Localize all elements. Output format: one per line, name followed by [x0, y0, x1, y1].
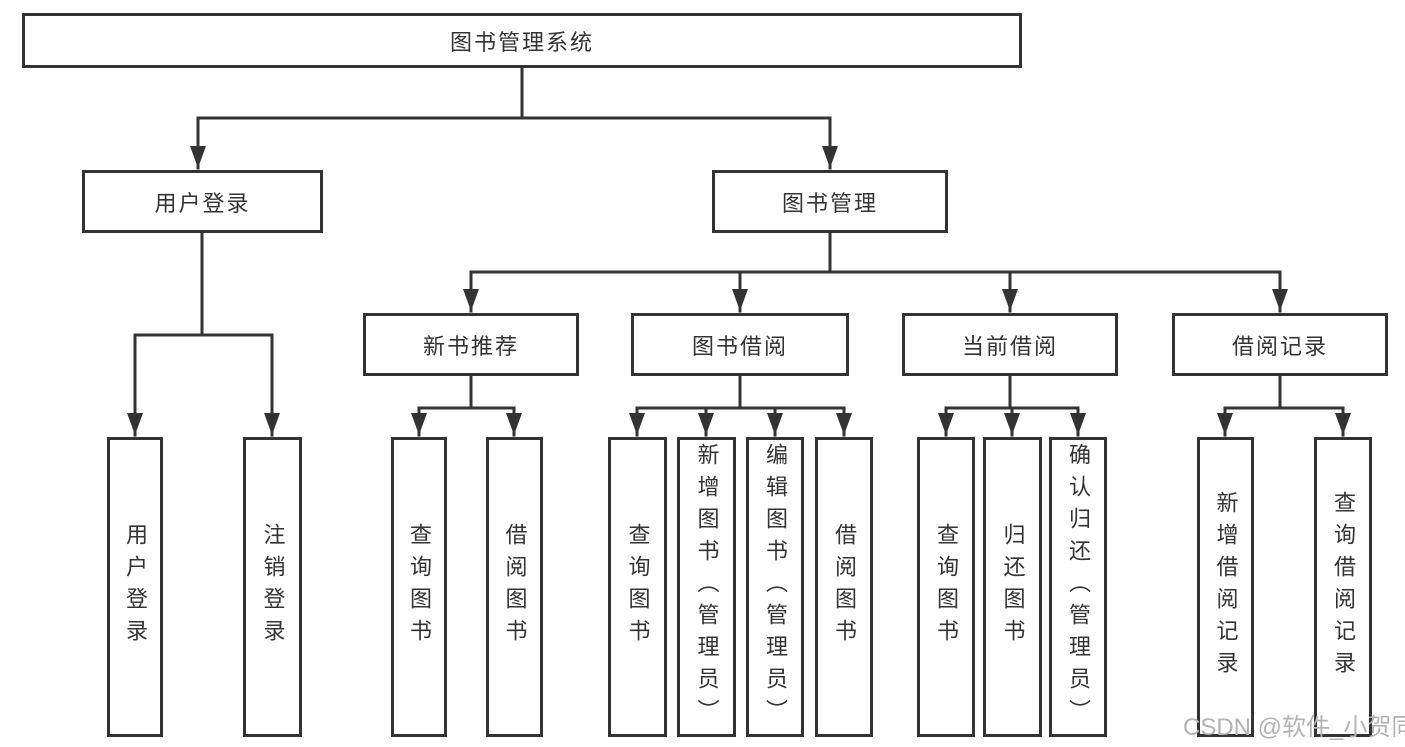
leaf-borrow-books: 借阅图书 [815, 437, 873, 737]
leaf-logout-label: 注销登录 [260, 523, 286, 651]
node-book-management: 图书管理 [712, 170, 948, 233]
leaf-recommend-query-books-label: 查询图书 [407, 523, 432, 651]
node-user-login-label: 用户登录 [154, 190, 251, 216]
leaf-edit-books-admin-label: 编辑图书（管理员） [763, 443, 788, 731]
node-current-borrowing-label: 当前借阅 [961, 333, 1058, 359]
leaf-current-query-books: 查询图书 [917, 437, 975, 737]
node-borrowing-records-label: 借阅记录 [1231, 333, 1328, 359]
node-user-login: 用户登录 [82, 170, 323, 233]
node-new-book-recommendation-label: 新书推荐 [422, 333, 519, 359]
leaf-borrow-query-books-label: 查询图书 [625, 523, 651, 651]
leaf-query-borrow-record: 查询借阅记录 [1314, 437, 1372, 737]
leaf-add-borrow-record: 新增借阅记录 [1197, 437, 1254, 737]
node-root-system: 图书管理系统 [22, 13, 1022, 68]
node-new-book-recommendation: 新书推荐 [363, 313, 579, 376]
leaf-confirm-return-admin-label: 确认归还（管理员） [1066, 443, 1091, 731]
leaf-borrow-books-label: 借阅图书 [832, 523, 857, 651]
node-book-borrowing: 图书借阅 [631, 313, 849, 376]
leaf-return-books-label: 归还图书 [1000, 523, 1026, 651]
leaf-query-borrow-record-label: 查询借阅记录 [1331, 491, 1356, 683]
leaf-add-borrow-record-label: 新增借阅记录 [1213, 491, 1239, 683]
leaf-recommend-borrow-books: 借阅图书 [486, 437, 543, 737]
node-root-label: 图书管理系统 [449, 29, 594, 55]
leaf-borrow-query-books: 查询图书 [608, 437, 667, 737]
leaf-recommend-borrow-books-label: 借阅图书 [502, 523, 528, 651]
node-book-management-label: 图书管理 [781, 190, 878, 216]
leaf-user-login: 用户登录 [107, 437, 163, 737]
csdn-watermark: CSDN @软件_小贺同学 [1183, 714, 1405, 741]
node-borrowing-records: 借阅记录 [1172, 313, 1388, 376]
leaf-return-books: 归还图书 [983, 437, 1042, 737]
node-current-borrowing: 当前借阅 [902, 313, 1118, 376]
leaf-add-books-admin-label: 新增图书（管理员） [694, 443, 720, 731]
leaf-edit-books-admin: 编辑图书（管理员） [746, 437, 804, 737]
leaf-logout: 注销登录 [243, 437, 302, 737]
leaf-user-login-label: 用户登录 [123, 523, 148, 651]
leaf-add-books-admin: 新增图书（管理员） [677, 437, 736, 737]
node-book-borrowing-label: 图书借阅 [691, 333, 788, 359]
leaf-confirm-return-admin: 确认归还（管理员） [1049, 437, 1107, 737]
leaf-recommend-query-books: 查询图书 [391, 437, 447, 737]
leaf-current-query-books-label: 查询图书 [934, 523, 959, 651]
